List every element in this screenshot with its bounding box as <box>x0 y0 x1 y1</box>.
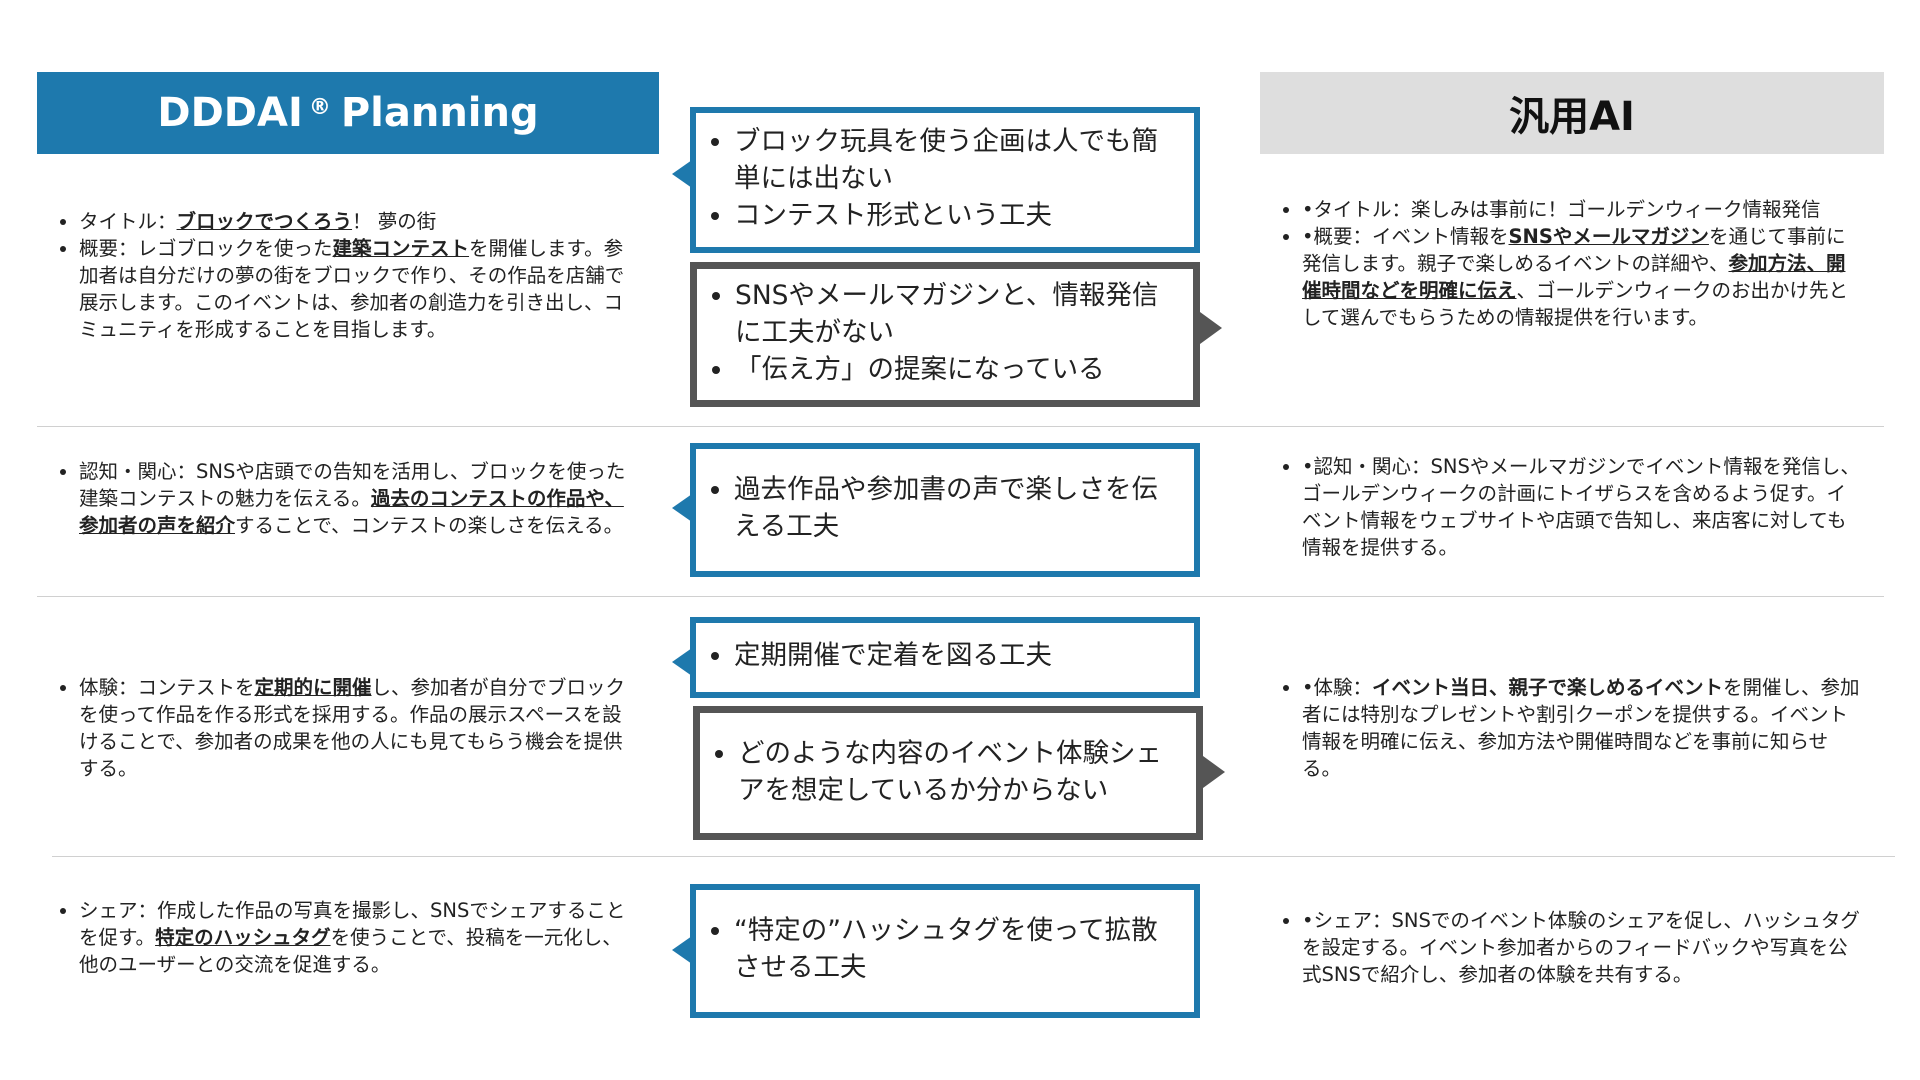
evaluation-callout-blue: “特定の”ハッシュタグを使って拡散させる工夫 <box>690 884 1200 1018</box>
evaluation-callout-blue: ブロック玩具を使う企画は人でも簡単には出ない コンテスト形式という工夫 <box>690 107 1200 253</box>
list-item: •概要：イベント情報をSNSやメールマガジンを通じて事前に発信します。親子で楽し… <box>1302 223 1860 331</box>
header-left-title: DDDAI <box>157 90 303 136</box>
callout-item: コンテスト形式という工夫 <box>734 197 1182 234</box>
callout-pointer <box>672 936 692 964</box>
evaluation-callout-blue: 定期開催で定着を図る工夫 <box>690 617 1200 698</box>
list-item: シェア：作成した作品の写真を撮影し、SNSでシェアすることを促す。特定のハッシュ… <box>79 897 627 978</box>
generic-ai-header: 汎用AI <box>1260 72 1884 154</box>
callout-pointer <box>1203 756 1225 788</box>
left-text-row4: シェア：作成した作品の写真を撮影し、SNSでシェアすることを促す。特定のハッシュ… <box>37 897 627 978</box>
list-item: タイトル：ブロックでつくろう！ 夢の街 <box>79 208 627 235</box>
right-text-row2: •認知・関心：SNSやメールマガジンでイベント情報を発信し、ゴールデンウィークの… <box>1260 453 1860 561</box>
list-item: •タイトル：楽しみは事前に！ゴールデンウィーク情報発信 <box>1302 196 1860 223</box>
registered-mark: ® <box>308 94 331 120</box>
dddai-planning-header: DDDAI® Planning <box>37 72 659 154</box>
callout-item: ブロック玩具を使う企画は人でも簡単には出ない <box>734 123 1182 197</box>
callout-pointer <box>1200 312 1222 344</box>
callout-pointer <box>672 648 692 676</box>
left-text-row1: タイトル：ブロックでつくろう！ 夢の街 概要：レゴブロックを使った建築コンテスト… <box>37 208 627 343</box>
evaluation-callout-gray: SNSやメールマガジンと、情報発信に工夫がない 「伝え方」の提案になっている <box>690 262 1200 407</box>
header-left-suffix: Planning <box>340 90 539 136</box>
header-right-title: 汎用AI <box>1509 94 1635 140</box>
callout-pointer <box>672 494 692 522</box>
callout-item: “特定の”ハッシュタグを使って拡散させる工夫 <box>734 912 1182 986</box>
list-item: 認知・関心：SNSや店頭での告知を活用し、ブロックを使った建築コンテストの魅力を… <box>79 458 627 539</box>
list-item: •体験：イベント当日、親子で楽しめるイベントを開催し、参加者には特別なプレゼント… <box>1302 674 1860 782</box>
right-text-row1: •タイトル：楽しみは事前に！ゴールデンウィーク情報発信 •概要：イベント情報をS… <box>1260 196 1860 331</box>
evaluation-callout-gray: どのような内容のイベント体験シェアを想定しているか分からない <box>693 706 1203 840</box>
row-divider <box>52 856 1895 857</box>
callout-pointer <box>672 160 692 188</box>
left-text-row2: 認知・関心：SNSや店頭での告知を活用し、ブロックを使った建築コンテストの魅力を… <box>37 458 627 539</box>
callout-item: 過去作品や参加書の声で楽しさを伝える工夫 <box>734 471 1182 545</box>
row-divider <box>37 426 1884 427</box>
evaluation-callout-blue: 過去作品や参加書の声で楽しさを伝える工夫 <box>690 443 1200 577</box>
callout-item: どのような内容のイベント体験シェアを想定しているか分からない <box>738 735 1184 809</box>
callout-item: SNSやメールマガジンと、情報発信に工夫がない <box>735 277 1181 351</box>
right-text-row3: •体験：イベント当日、親子で楽しめるイベントを開催し、参加者には特別なプレゼント… <box>1260 674 1860 782</box>
list-item: 概要：レゴブロックを使った建築コンテストを開催します。参加者は自分だけの夢の街を… <box>79 235 627 343</box>
list-item: •シェア：SNSでのイベント体験のシェアを促し、ハッシュタグを設定する。イベント… <box>1302 907 1860 988</box>
list-item: 体験：コンテストを定期的に開催し、参加者が自分でブロックを使って作品を作る形式を… <box>79 674 627 782</box>
row-divider <box>37 596 1884 597</box>
left-text-row3: 体験：コンテストを定期的に開催し、参加者が自分でブロックを使って作品を作る形式を… <box>37 674 627 782</box>
callout-item: 定期開催で定着を図る工夫 <box>734 637 1182 674</box>
list-item: •認知・関心：SNSやメールマガジンでイベント情報を発信し、ゴールデンウィークの… <box>1302 453 1860 561</box>
right-text-row4: •シェア：SNSでのイベント体験のシェアを促し、ハッシュタグを設定する。イベント… <box>1260 907 1860 988</box>
callout-item: 「伝え方」の提案になっている <box>735 351 1181 388</box>
